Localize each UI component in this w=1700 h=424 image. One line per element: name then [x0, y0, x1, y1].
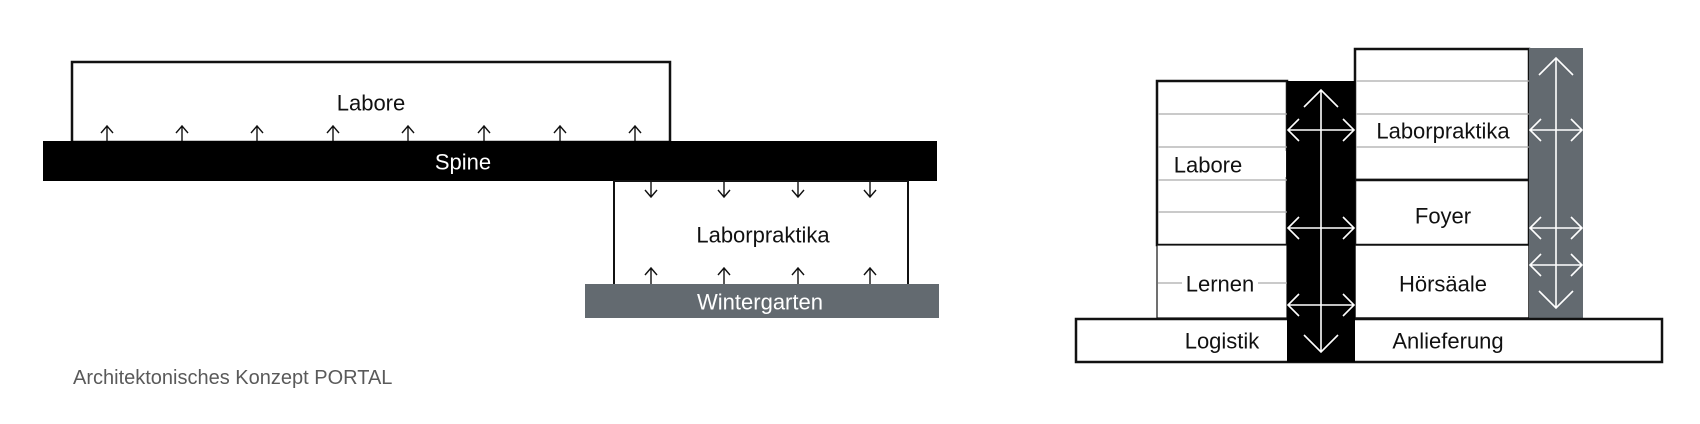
circulation-arrows: [1286, 56, 1584, 354]
down-arrow-icon: [717, 182, 731, 199]
horizontal-double-arrow-icon: [1528, 253, 1584, 277]
laborpraktika-block: [613, 180, 909, 286]
up-arrow-icon: [791, 266, 805, 284]
up-arrow-icon: [401, 124, 415, 141]
anlieferung-label: Anlieferung: [1392, 329, 1503, 354]
left-concept-diagram: Labore Spine Laborpraktika Wintergarten …: [43, 60, 939, 389]
horizontal-double-arrow-icon: [1286, 118, 1356, 142]
up-arrow-icon: [553, 124, 567, 141]
up-arrows-wintergarten: [644, 266, 877, 284]
vertical-double-arrow-icon: [1538, 56, 1574, 310]
wintergarten-bar: [585, 284, 939, 318]
foyer-block: [1353, 178, 1531, 247]
horizontal-double-arrow-icon: [1286, 293, 1356, 317]
down-arrow-icon: [644, 182, 658, 199]
foyer-label: Foyer: [1415, 204, 1471, 229]
labore-label-right: Labore: [1174, 153, 1243, 178]
ground-floor-bar: [1074, 317, 1664, 364]
up-arrow-icon: [628, 124, 642, 141]
up-arrows-labore: [100, 124, 642, 141]
up-arrow-icon: [326, 124, 340, 141]
spine-label: Spine: [435, 150, 491, 175]
down-arrow-icon: [791, 182, 805, 199]
up-arrow-icon: [644, 266, 658, 284]
up-arrow-icon: [175, 124, 189, 141]
horizontal-double-arrow-icon: [1528, 118, 1584, 142]
spine-bar: [43, 141, 937, 181]
wintergarten-label: Wintergarten: [697, 290, 823, 315]
lernen-label: Lernen: [1186, 272, 1255, 297]
labore-label: Labore: [337, 91, 406, 116]
down-arrow-icon: [863, 182, 877, 199]
horizontal-double-arrow-icon: [1528, 216, 1584, 240]
up-arrow-icon: [717, 266, 731, 284]
hoersaele-label: Hörsäale: [1399, 272, 1487, 297]
up-arrow-icon: [477, 124, 491, 141]
caption: Architektonisches Konzept PORTAL: [73, 367, 392, 389]
laborpraktika-label: Laborpraktika: [696, 223, 830, 248]
up-arrow-icon: [100, 124, 114, 141]
horizontal-double-arrow-icon: [1286, 216, 1356, 240]
up-arrow-icon: [863, 266, 877, 284]
logistik-label: Logistik: [1185, 329, 1261, 354]
labore-block: [70, 60, 672, 144]
up-arrow-icon: [250, 124, 264, 141]
down-arrows-laborpraktika: [644, 182, 877, 199]
right-section-diagram: Labore Lernen Laborpraktika Foyer Hörsäa…: [1074, 47, 1664, 364]
vertical-double-arrow-icon: [1303, 88, 1339, 354]
laborpraktika-label-right: Laborpraktika: [1376, 119, 1510, 144]
